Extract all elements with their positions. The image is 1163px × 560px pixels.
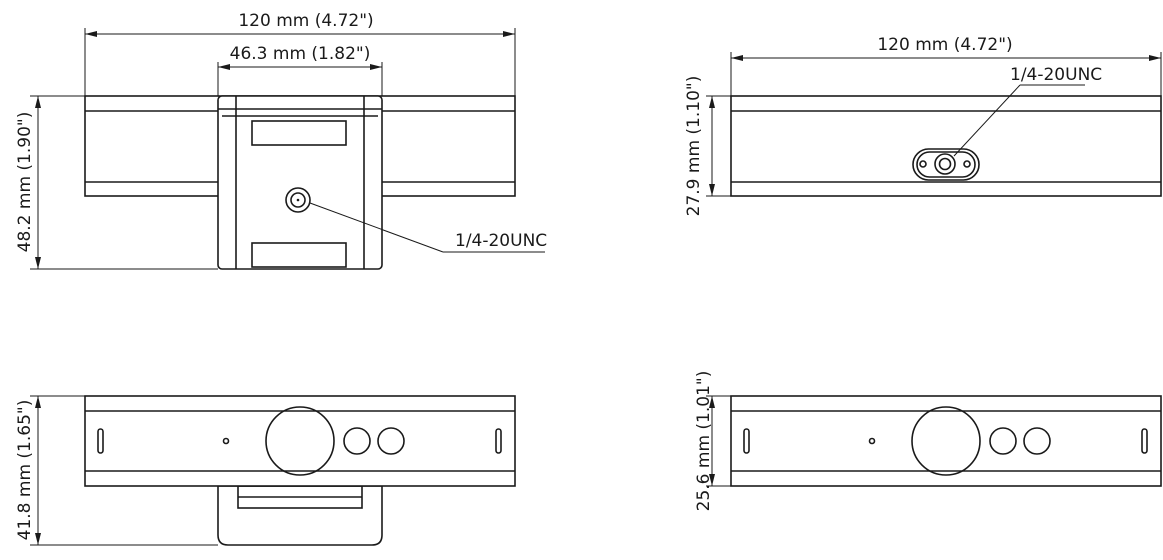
front-body-outline <box>84 395 516 487</box>
rear-thread-label: 1/4-20UNC <box>455 231 547 251</box>
sensor-left-icon <box>343 427 371 455</box>
top-right-width-label: 120 mm (4.72") <box>877 35 1012 55</box>
front-mount-height-dimension: 41.8 mm (1.65") <box>15 395 218 546</box>
lens-icon <box>911 406 981 476</box>
overall-width-dimension: 120 mm (4.72") <box>84 11 516 96</box>
thread-hole-icon <box>285 187 311 213</box>
top-right-width-dimension: 120 mm (4.72") <box>730 35 1162 96</box>
front-right-body-outline <box>730 395 1162 487</box>
top-right-height-label: 27.9 mm (1.10") <box>684 76 704 217</box>
rear-view: 120 mm (4.72") 46.3 mm (1.82") 48.2 mm (… <box>15 11 547 270</box>
tripod-socket <box>912 148 980 181</box>
bottom-thread-callout: 1/4-20UNC <box>953 65 1102 157</box>
bottom-thread-label: 1/4-20UNC <box>1010 65 1102 85</box>
front-height-label: 25.6 mm (1.01") <box>694 371 714 512</box>
sensor-right-icon <box>377 427 405 455</box>
indicator-led-icon <box>222 437 230 445</box>
mic-slot-right-icon <box>495 428 502 454</box>
bottom-view: 120 mm (4.72") 27.9 mm (1.10") 1/4-20UNC <box>684 35 1162 217</box>
mount-bracket <box>217 95 383 270</box>
lens-icon <box>265 406 335 476</box>
sensor-left-icon <box>989 427 1017 455</box>
camera-underside-outline <box>730 95 1162 197</box>
mic-slot-right-icon <box>1141 428 1148 454</box>
rear-height-label: 48.2 mm (1.90") <box>15 112 35 253</box>
socket-hole-icon <box>934 153 956 175</box>
mic-slot-left-icon <box>743 428 750 454</box>
front-view: 25.6 mm (1.01") <box>694 371 1162 512</box>
mount-foot <box>217 485 383 546</box>
front-view-with-mount: 41.8 mm (1.65") <box>15 395 516 546</box>
top-right-height-dimension: 27.9 mm (1.10") <box>684 76 731 217</box>
rear-thread-callout: 1/4-20UNC <box>309 202 547 253</box>
front-mount-height-label: 41.8 mm (1.65") <box>15 400 35 541</box>
mic-slot-left-icon <box>97 428 104 454</box>
overall-width-label: 120 mm (4.72") <box>238 11 373 31</box>
mount-width-dimension: 46.3 mm (1.82") <box>217 44 383 96</box>
front-height-dimension: 25.6 mm (1.01") <box>694 371 731 512</box>
sensor-right-icon <box>1023 427 1051 455</box>
mount-width-label: 46.3 mm (1.82") <box>230 44 371 64</box>
indicator-led-icon <box>868 437 876 445</box>
